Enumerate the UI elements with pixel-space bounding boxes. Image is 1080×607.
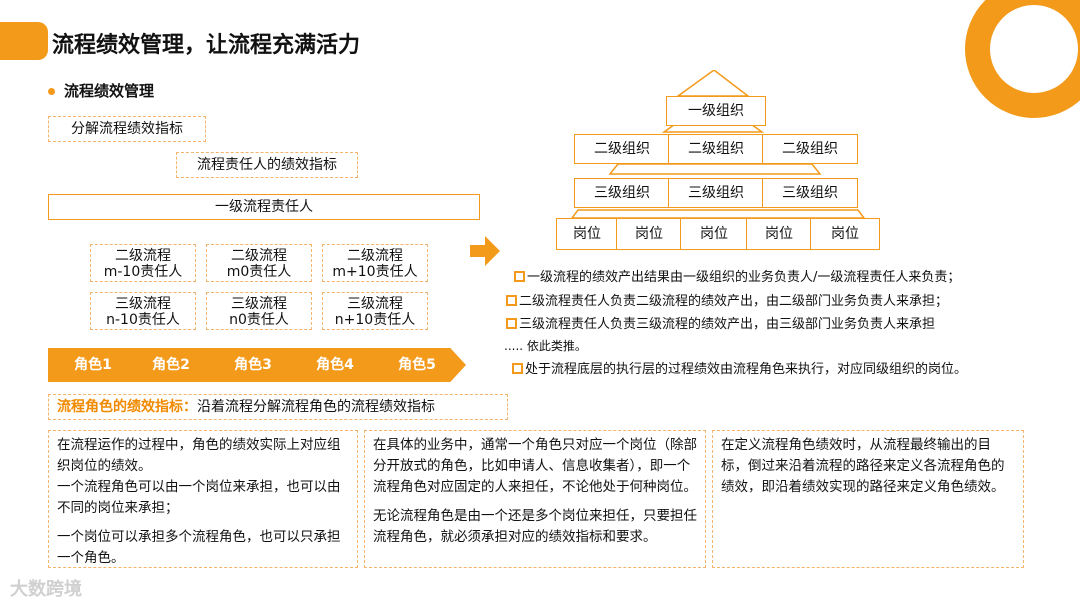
section-heading: 流程绩效管理 — [64, 82, 155, 100]
pyramid-position: 岗位 — [556, 218, 618, 250]
level3-line2: n-10责任人 — [106, 312, 180, 328]
note-item: 处于流程底层的执行层的过程绩效由流程角色来执行，对应同级组织的岗位。 — [512, 360, 967, 380]
pyramid-level3: 三级组织 — [762, 178, 858, 208]
pyramid-top: 一级组织 — [666, 96, 766, 126]
level2-box: 二级流程 m0责任人 — [206, 244, 312, 282]
pyramid-level2: 二级组织 — [668, 134, 764, 164]
page-title: 流程绩效管理，让流程充满活力 — [52, 33, 361, 58]
accent-tab — [0, 22, 48, 60]
level3-box: 三级流程 n-10责任人 — [90, 292, 196, 330]
text-column: 在流程运作的过程中，角色的绩效实际上对应组织岗位的绩效。 一个流程角色可以由一个… — [48, 430, 358, 568]
indicator-text: 沿着流程分解流程角色的流程绩效指标 — [197, 399, 435, 415]
level3-line2: n0责任人 — [229, 312, 289, 328]
note-text: 二级流程责任人负责二级流程的绩效产出，由二级部门业务负责人来承担； — [519, 294, 949, 309]
arrow-right-icon — [470, 236, 500, 266]
note-item: 三级流程责任人负责三级流程的绩效产出，由三级部门业务负责人来承担 — [506, 315, 935, 335]
indicator-box: 流程角色的绩效指标：沿着流程分解流程角色的流程绩效指标 — [48, 394, 508, 420]
checkbox-square-icon — [506, 295, 517, 306]
pyramid-position: 岗位 — [746, 218, 812, 250]
note-item: 一级流程的绩效产出结果由一级组织的业务负责人/一级流程责任人来负责； — [514, 268, 960, 288]
pyramid-level2: 二级组织 — [762, 134, 858, 164]
indicator-highlight: 流程角色的绩效指标： — [57, 399, 197, 415]
role-chevron: 角色3 — [204, 348, 302, 382]
pyramid-level2: 二级组织 — [574, 134, 670, 164]
checkbox-square-icon — [506, 318, 517, 329]
decorative-ring — [965, 0, 1080, 118]
decompose-label: 分解流程绩效指标 — [48, 116, 206, 142]
level2-line1: 二级流程 — [231, 248, 287, 264]
role-chevron: 角色1 — [48, 348, 138, 382]
level2-line2: m-10责任人 — [103, 264, 183, 280]
level2-line1: 二级流程 — [347, 248, 403, 264]
note-text: 三级流程责任人负责三级流程的绩效产出，由三级部门业务负责人来承担 — [519, 317, 936, 332]
level3-box: 三级流程 n0责任人 — [206, 292, 312, 330]
bullet-dot — [48, 88, 55, 95]
pyramid-position: 岗位 — [810, 218, 880, 250]
level2-line1: 二级流程 — [115, 248, 171, 264]
level3-line1: 三级流程 — [347, 296, 403, 312]
note-text: 一级流程的绩效产出结果由一级组织的业务负责人/一级流程责任人来负责； — [527, 270, 961, 285]
note-text: ..... 依此类推。 — [504, 339, 587, 353]
checkbox-square-icon — [512, 363, 523, 374]
column-paragraph: 一个流程角色可以由一个岗位来承担，也可以由不同的岗位来承担； — [57, 479, 341, 516]
text-column: 在具体的业务中，通常一个角色只对应一个岗位（除部分开放式的角色，比如申请人、信息… — [364, 430, 706, 568]
level2-box: 二级流程 m-10责任人 — [90, 244, 196, 282]
watermark-logo: 大数跨境 — [10, 579, 82, 600]
level3-line2: n+10责任人 — [334, 312, 416, 328]
pyramid-level3: 三级组织 — [574, 178, 670, 208]
level3-box: 三级流程 n+10责任人 — [322, 292, 428, 330]
text-column: 在定义流程角色绩效时，从流程最终输出的目标，倒过来沿着流程的路径来定义各流程角色… — [712, 430, 1024, 568]
level2-line2: m+10责任人 — [332, 264, 418, 280]
level3-line1: 三级流程 — [115, 296, 171, 312]
role-chevron: 角色4 — [286, 348, 384, 382]
column-paragraph: 一个岗位可以承担多个流程角色，也可以只承担一个角色。 — [57, 529, 341, 566]
checkbox-square-icon — [514, 271, 525, 282]
column-paragraph: 在定义流程角色绩效时，从流程最终输出的目标，倒过来沿着流程的路径来定义各流程角色… — [721, 437, 1005, 495]
column-paragraph: 在具体的业务中，通常一个角色只对应一个岗位（除部分开放式的角色，比如申请人、信息… — [373, 437, 697, 495]
level1-owner-box: 一级流程责任人 — [48, 194, 480, 220]
pyramid-position: 岗位 — [680, 218, 748, 250]
note-item: 二级流程责任人负责二级流程的绩效产出，由二级部门业务负责人来承担； — [506, 292, 948, 312]
role-chevron: 角色2 — [122, 348, 220, 382]
owner-kpi-label: 流程责任人的绩效指标 — [176, 152, 358, 178]
role-chevron: 角色5 — [368, 348, 466, 382]
column-paragraph: 在流程运作的过程中，角色的绩效实际上对应组织岗位的绩效。 — [57, 437, 341, 474]
pyramid-position: 岗位 — [616, 218, 682, 250]
pyramid-level3: 三级组织 — [668, 178, 764, 208]
note-text: 处于流程底层的执行层的过程绩效由流程角色来执行，对应同级组织的岗位。 — [525, 362, 968, 377]
level3-line1: 三级流程 — [231, 296, 287, 312]
level2-line2: m0责任人 — [226, 264, 292, 280]
level2-box: 二级流程 m+10责任人 — [322, 244, 428, 282]
column-paragraph: 无论流程角色是由一个还是多个岗位来担任，只要担任流程角色，就必须承担对应的绩效指… — [373, 508, 697, 545]
